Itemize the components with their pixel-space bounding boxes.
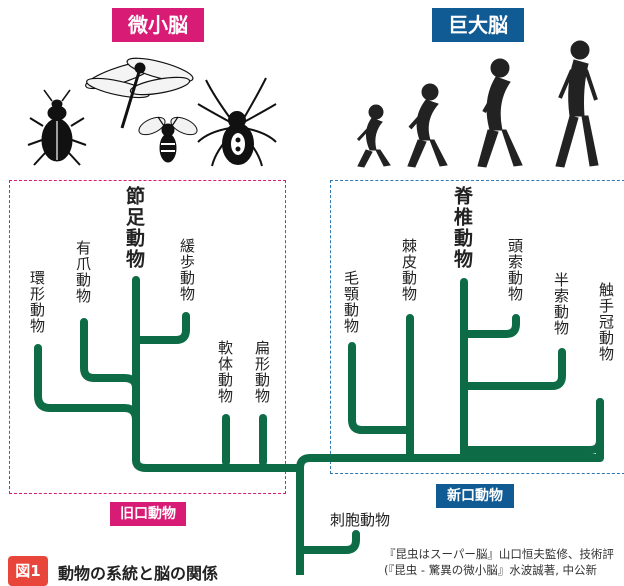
taxon-hemichordates: 半索動物 [552, 272, 570, 336]
insect-illustrations [27, 57, 277, 167]
macro-brain-banner: 巨大脳 [432, 8, 524, 42]
taxon-mollusks: 軟体動物 [216, 340, 234, 404]
protostome-tag: 旧口動物 [110, 502, 186, 526]
figure-title: 動物の系統と脳の関係 [58, 564, 219, 583]
taxon-annelids: 環形動物 [28, 270, 46, 334]
deuterostome-box [330, 180, 624, 474]
taxon-vertebrates: 脊椎動物 [451, 186, 473, 270]
human-icon [555, 40, 599, 168]
taxon-lophophorates: 触手冠動物 [597, 282, 615, 362]
primate-1-icon [356, 104, 391, 168]
figure-number-badge: 図1 [8, 556, 48, 586]
taxon-onychophora: 有爪動物 [74, 240, 92, 304]
taxon-arthropods: 節足動物 [123, 186, 145, 270]
protostome-box [9, 180, 286, 494]
taxon-echinoderms: 棘皮動物 [400, 238, 418, 302]
taxon-cnidarians: 刺胞動物 [330, 511, 391, 529]
taxon-flatworms: 扁形動物 [253, 340, 271, 404]
reference-line-1: 『昆虫はスーパー脳』山口恒夫監修、技術評 [384, 547, 614, 561]
reference-line-2: (『昆虫 - 驚異の微小脳』水波誠著, 中公新 [384, 563, 598, 577]
beetle-icon [27, 89, 87, 166]
dragonfly-icon [85, 57, 194, 129]
taxon-urochordates: 頭索動物 [506, 238, 524, 302]
deuterostome-tag: 新口動物 [436, 484, 514, 508]
primate-2-icon [407, 83, 448, 168]
micro-brain-banner: 微小脳 [112, 8, 204, 42]
evolution-illustration [356, 40, 599, 168]
primate-3-icon [477, 58, 523, 168]
taxon-chaetognaths: 毛顎動物 [342, 270, 360, 334]
bee-icon [138, 116, 198, 163]
taxon-tardigrades: 緩歩動物 [178, 238, 196, 302]
spider-icon [197, 77, 277, 167]
